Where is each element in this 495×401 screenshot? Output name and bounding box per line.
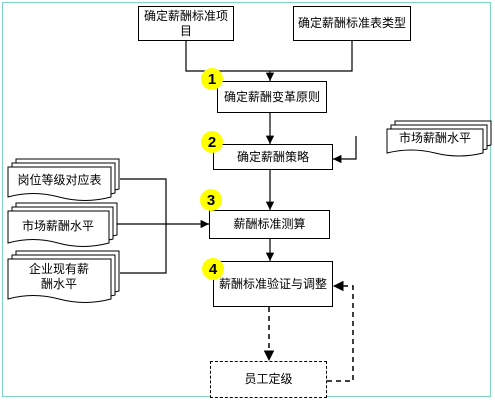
doc-label-market-right: 市场薪酬水平 (391, 131, 479, 146)
step-number-badge-2: 2 (201, 131, 223, 153)
box-salary-table-type-label: 确定薪酬标准表类型 (297, 16, 406, 30)
connector-market-right-to-step2 (333, 136, 357, 164)
connector-layer (7, 41, 492, 382)
box-salary-table-type: 确定薪酬标准表类型 (293, 6, 411, 41)
connector-position-grades (120, 178, 167, 224)
step-box-1: 确定薪酬变革原则 (217, 81, 327, 113)
connector-tabletype-to-merge (270, 41, 353, 72)
doc-label-position-grades: 岗位等级对应表 (10, 173, 109, 188)
box-salary-standard-project: 确定薪酬标准项目 (138, 6, 234, 41)
step-number-badge-3: 3 (200, 189, 222, 211)
doc-label-enterprise-current: 企业现有薪酬水平 (28, 262, 90, 292)
step-number-badge-4: 4 (202, 258, 224, 280)
box-salary-standard-project-label: 确定薪酬标准项目 (143, 8, 228, 38)
step-box-3-label: 薪酬标准测算 (233, 217, 306, 231)
step-box-2-label: 确定薪酬策略 (236, 149, 309, 164)
step-box-4-label: 薪酬标准验证与调整 (218, 276, 327, 291)
arrow-final-to-step4 (327, 280, 354, 382)
step-box-3: 薪酬标准测算 (209, 210, 330, 239)
connector-project-to-merge (185, 41, 270, 72)
connector-enterprise-current (120, 224, 167, 274)
box-employee-grading-label: 员工定级 (244, 372, 293, 386)
step-box-2: 确定薪酬策略 (213, 144, 333, 170)
box-employee-grading: 员工定级 (210, 361, 327, 398)
diagram-frame: 确定薪酬标准项目 确定薪酬标准表类型 确定薪酬变革原则 确定薪酬策略 薪酬标准测… (2, 2, 492, 398)
step-box-4: 薪酬标准验证与调整 (213, 261, 333, 307)
step-number-badge-1: 1 (201, 68, 223, 90)
doc-label-market-left: 市场薪酬水平 (12, 219, 104, 234)
step-box-1-label: 确定薪酬变革原则 (223, 89, 320, 104)
